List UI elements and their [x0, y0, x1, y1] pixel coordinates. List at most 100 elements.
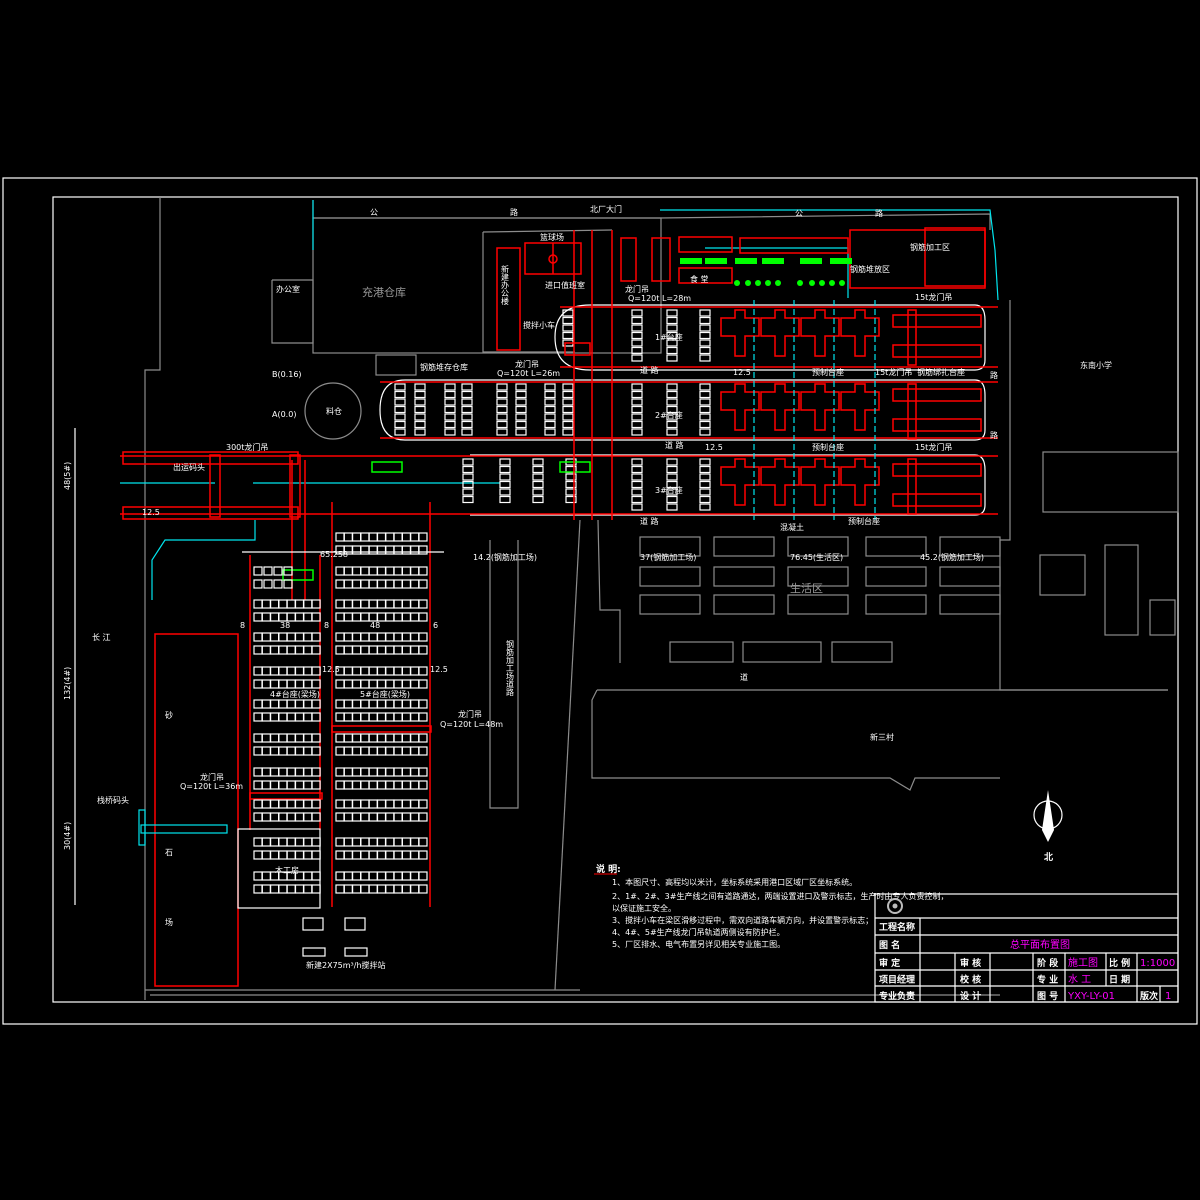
storage-bed: [360, 733, 370, 743]
storage-bed: [666, 331, 678, 340]
storage-bed: [278, 812, 288, 822]
storage-bed: [393, 850, 403, 860]
storage-bed: [261, 871, 271, 881]
storage-bed: [410, 812, 420, 822]
storage-bed: [631, 324, 643, 332]
storage-bed: [286, 612, 296, 622]
storage-bed: [631, 405, 643, 414]
storage-bed: [401, 679, 411, 689]
storage-bed: [360, 871, 370, 881]
storage-bed: [394, 405, 406, 414]
storage-bed: [286, 850, 296, 860]
storage-bed: [565, 495, 577, 504]
production-lines: [120, 230, 998, 520]
storage-bed: [286, 699, 296, 709]
storage-bed: [253, 767, 263, 777]
storage-bed: [385, 733, 395, 743]
title-block-label: 项目经理: [879, 974, 915, 986]
label-dim-8b: 8: [324, 621, 329, 630]
storage-bed: [253, 850, 263, 860]
storage-bed: [496, 420, 508, 429]
storage-bed: [499, 465, 511, 474]
storage-bed: [444, 390, 456, 399]
label-road-top-1: 公: [795, 209, 803, 218]
note-item: 2、1#、2#、3#生产线之间有道路通达，两端设置进口及警示标志，生产时由专人负…: [612, 891, 948, 901]
storage-bed: [401, 632, 411, 642]
storage-bed: [335, 566, 345, 576]
storage-bed: [253, 632, 263, 642]
storage-bed: [515, 420, 527, 429]
storage-bed: [278, 699, 288, 709]
storage-bed: [444, 383, 456, 391]
storage-bed: [631, 309, 643, 317]
title-block-label: 校 核: [960, 974, 981, 986]
storage-bed: [376, 532, 387, 542]
storage-bed: [261, 767, 271, 777]
storage-bed: [303, 837, 313, 847]
storage-bed: [515, 428, 527, 436]
title-block-label: 版次: [1139, 990, 1158, 1002]
storage-bed: [461, 428, 473, 436]
storage-bed: [311, 871, 321, 881]
storage-bed: [565, 473, 577, 481]
storage-bed: [666, 495, 678, 504]
storage-bed: [666, 458, 678, 466]
storage-bed: [393, 799, 403, 809]
storage-bed: [515, 405, 527, 414]
storage-bed: [376, 884, 387, 894]
note-item: 5、厂区排水、电气布置另详见相关专业施工图。: [612, 939, 785, 949]
storage-bed: [515, 383, 527, 391]
storage-bed: [376, 712, 387, 722]
storage-bed: [410, 666, 420, 676]
storage-bed: [631, 398, 643, 406]
storage-bed: [311, 712, 321, 722]
label-crane-left-spec: Q=120t L=36m: [180, 782, 243, 791]
label-office: 办公室: [276, 284, 300, 294]
storage-bed: [343, 566, 353, 576]
storage-bed: [385, 666, 395, 676]
storage-bed: [401, 545, 411, 555]
storage-bed: [461, 420, 473, 429]
storage-bed: [393, 566, 403, 576]
storage-bed: [343, 871, 353, 881]
title-block-label: 日 期: [1109, 974, 1130, 986]
storage-bed: [278, 767, 288, 777]
storage-bed: [631, 458, 643, 466]
storage-bed: [401, 733, 411, 743]
transport-vehicle: [282, 569, 314, 581]
label-north-gate: 北厂大门: [590, 204, 622, 214]
storage-bed: [666, 473, 678, 481]
storage-bed: [631, 331, 643, 340]
storage-bed: [360, 545, 370, 555]
title-block-value: 水 工: [1068, 974, 1091, 986]
label-trestle: 栈桥码头: [97, 795, 129, 805]
storage-bed: [360, 566, 370, 576]
storage-bed: [270, 746, 280, 756]
storage-bed: [393, 767, 403, 777]
storage-bed: [261, 746, 271, 756]
storage-bed: [311, 599, 321, 609]
storage-bed: [401, 767, 411, 777]
title-block-label: 图 号: [1037, 991, 1058, 1002]
storage-bed: [418, 599, 428, 609]
label-crane-right: 龙门吊: [458, 709, 482, 719]
storage-bed: [303, 799, 313, 809]
storage-bed: [376, 871, 387, 881]
storage-bed: [496, 398, 508, 406]
storage-bed: [261, 733, 271, 743]
storage-bed: [368, 545, 378, 555]
storage-bed: [562, 405, 574, 414]
storage-bed: [565, 480, 577, 489]
label-crane15-2: 15t龙门吊: [915, 292, 952, 302]
storage-bed: [385, 599, 395, 609]
storage-bed: [278, 780, 288, 790]
storage-bed: [401, 579, 411, 589]
storage-bed: [462, 473, 474, 481]
storage-bed: [410, 850, 420, 860]
storage-bed: [303, 850, 313, 860]
storage-bed: [461, 390, 473, 399]
storage-bed: [418, 746, 428, 756]
storage-bed: [311, 746, 321, 756]
storage-bed: [253, 746, 263, 756]
storage-bed: [343, 712, 353, 722]
